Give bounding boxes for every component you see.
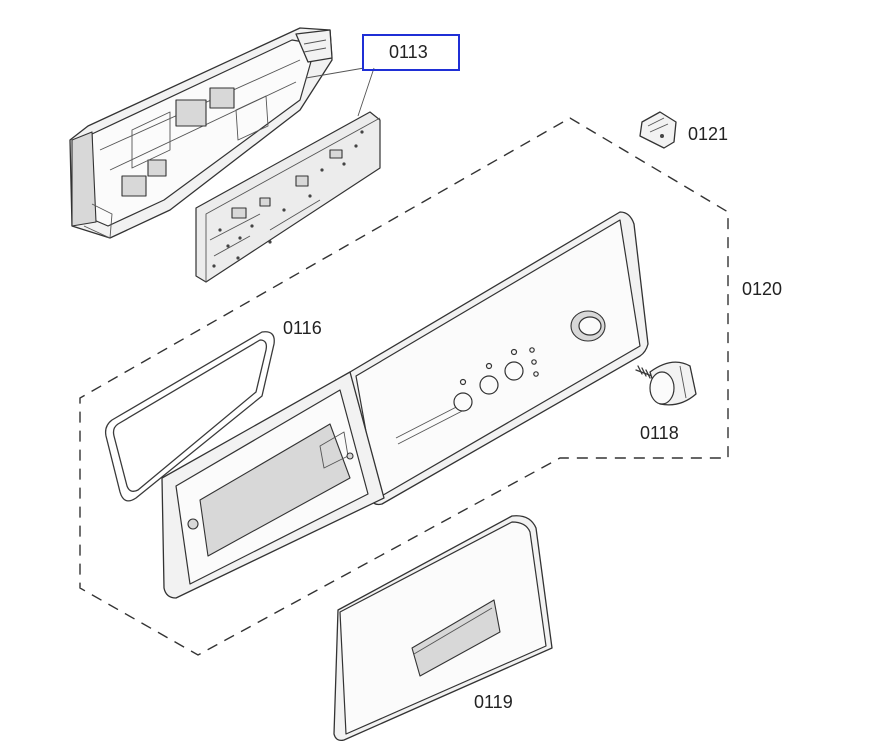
highlight-box-0113 xyxy=(362,34,460,71)
drawer-front-0119 xyxy=(333,515,553,742)
part-label-0120[interactable]: 0120 xyxy=(742,279,783,299)
part-label-0121[interactable]: 0121 xyxy=(688,124,729,144)
fascia-panel-0120 xyxy=(161,211,649,599)
circuit-board-0113 xyxy=(195,111,381,283)
gasket-0116 xyxy=(104,331,275,502)
assembly-boundary-0120 xyxy=(79,117,729,656)
leader-line-0113-board xyxy=(357,67,375,117)
knob-0118 xyxy=(635,361,697,406)
leader-line-0113-housing xyxy=(305,67,365,79)
part-label-0119[interactable]: 0119 xyxy=(474,692,513,712)
module-housing-0113 xyxy=(69,27,333,239)
part-label-0116[interactable]: 0116 xyxy=(283,318,322,338)
part-label-0118[interactable]: 0118 xyxy=(640,423,679,443)
part-label-0113[interactable]: 0113 xyxy=(389,42,428,62)
bracket-0121 xyxy=(639,111,677,149)
